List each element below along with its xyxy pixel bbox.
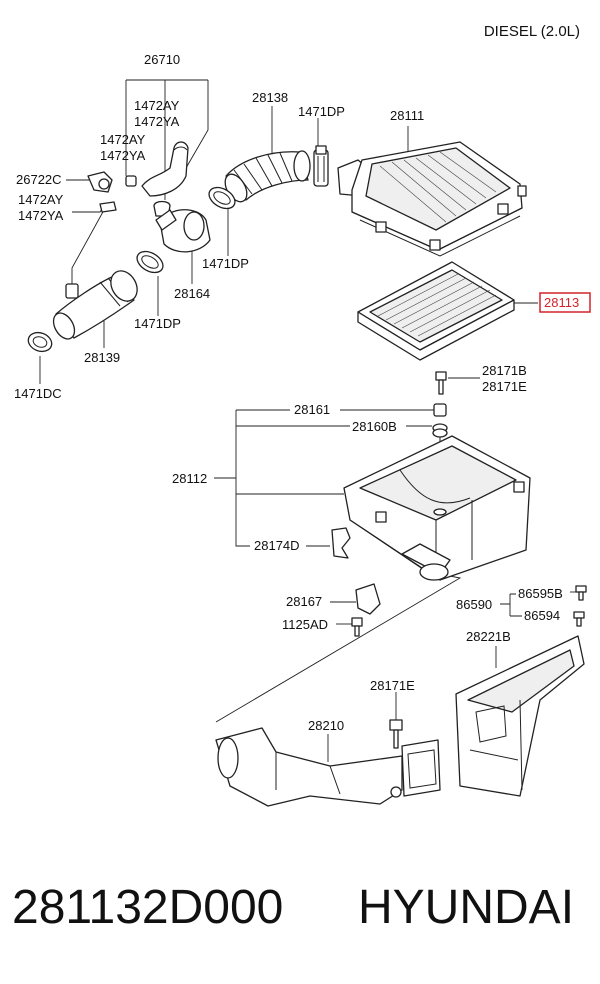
callout-86590: 86590 — [456, 597, 492, 612]
callout-28174D: 28174D — [254, 538, 300, 553]
bracket-28167 — [355, 583, 381, 615]
callout-labels: 26710 1472AY 1472YA 1472AY 1472YA 26722C… — [14, 52, 591, 733]
breather-hose-26710 — [125, 141, 189, 217]
air-duct-28210 — [215, 727, 441, 807]
callout-86594: 86594 — [524, 608, 560, 623]
collar-28161 — [433, 403, 447, 417]
bolt-28171E — [389, 719, 403, 749]
callout-28161: 28161 — [294, 402, 330, 417]
callout-28112: 28112 — [172, 471, 207, 486]
callout-28113: 28113 — [544, 295, 579, 310]
callout-1472AY-a: 1472AY — [134, 98, 180, 113]
brand-name: HYUNDAI — [358, 881, 575, 934]
callout-28221B: 28221B — [466, 629, 511, 644]
callout-28171E-a: 28171E — [482, 379, 527, 394]
callout-1125AD: 1125AD — [282, 617, 328, 632]
callout-26722C: 26722C — [16, 172, 62, 187]
bracket-28174D — [331, 527, 351, 559]
footer: 281132D000 HYUNDAI — [0, 880, 600, 950]
resonator-28164 — [136, 186, 236, 274]
callout-28171B: 28171B — [482, 363, 527, 378]
callout-1472YA-b: 1472YA — [100, 148, 146, 163]
highlight-box — [539, 292, 591, 313]
screws-86590 — [573, 585, 587, 627]
callout-1471DP-b: 1471DP — [202, 256, 249, 271]
callout-28210: 28210 — [308, 718, 344, 733]
callout-1471DP-a: 1471DP — [298, 104, 345, 119]
callout-1471DP-c: 1471DP — [134, 316, 181, 331]
callout-28139: 28139 — [84, 350, 120, 365]
callout-1472AY-c: 1472AY — [18, 192, 64, 207]
callout-28160B: 28160B — [352, 419, 397, 434]
callout-26710: 26710 — [144, 52, 180, 67]
callout-1472AY-b: 1472AY — [100, 132, 146, 147]
bolt-28171B — [435, 371, 447, 395]
air-guide-28221B — [455, 635, 585, 797]
air-filter-element-28113 — [357, 261, 515, 361]
leader-lines-lower — [214, 377, 578, 762]
intake-hose-28138 — [224, 150, 311, 203]
sensor-26722C — [87, 171, 113, 193]
callout-1472YA-c: 1472YA — [18, 208, 64, 223]
air-cleaner-cover-28111 — [337, 141, 527, 257]
callout-28111: 28111 — [390, 108, 424, 123]
callout-1472YA-a: 1472YA — [134, 114, 180, 129]
air-cleaner-body-28112 — [343, 435, 531, 581]
engine-label: DIESEL (2.0L) — [484, 23, 580, 40]
callout-1471DC: 1471DC — [14, 386, 62, 401]
callout-28138: 28138 — [252, 90, 288, 105]
clamp-1471DP-top — [313, 145, 329, 187]
callout-28167: 28167 — [286, 594, 322, 609]
bolt-1125AD — [351, 617, 363, 637]
clip-1472 — [65, 201, 117, 299]
callout-28164: 28164 — [174, 286, 210, 301]
part-number: 281132D000 — [12, 881, 284, 934]
callout-28171E-b: 28171E — [370, 678, 415, 693]
callout-86595B: 86595B — [518, 586, 563, 601]
intake-hose-28139 — [27, 270, 138, 353]
